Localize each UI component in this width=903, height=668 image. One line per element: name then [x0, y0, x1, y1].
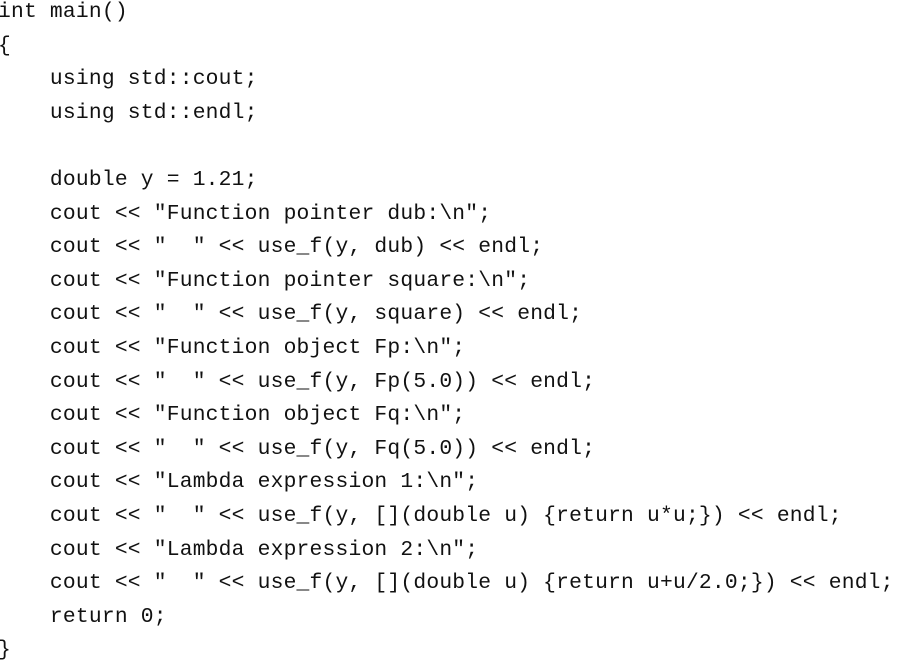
code-line [0, 130, 894, 164]
code-line: return 0; [0, 604, 167, 629]
code-line: cout << " " << use_f(y, dub) << endl; [0, 235, 544, 260]
code-line: cout << "Function object Fq:\n"; [0, 403, 466, 428]
code-line: double y = 1.21; [0, 167, 258, 192]
code-line: { [0, 30, 894, 64]
code-line: int main() [0, 0, 128, 24]
code-line: cout << "Lambda expression 1:\n"; [0, 470, 479, 495]
code-line: cout << " " << use_f(y, Fp(5.0)) << endl… [0, 369, 596, 394]
code-line: cout << " " << use_f(y, square) << endl; [0, 302, 583, 327]
code-line: cout << "Lambda expression 2:\n"; [0, 537, 479, 562]
code-line: using std::cout; [0, 67, 258, 92]
code-line: cout << " " << use_f(y, [](double u) {re… [0, 503, 842, 528]
code-line: cout << "Function pointer dub:\n"; [0, 201, 492, 226]
code-line: } [0, 634, 894, 668]
code-line: cout << " " << use_f(y, Fq(5.0)) << endl… [0, 436, 596, 461]
code-line: cout << "Function pointer square:\n"; [0, 268, 531, 293]
code-line: cout << " " << use_f(y, [](double u) {re… [0, 571, 894, 596]
code-line: cout << "Function object Fp:\n"; [0, 335, 466, 360]
code-line: using std::endl; [0, 100, 258, 125]
